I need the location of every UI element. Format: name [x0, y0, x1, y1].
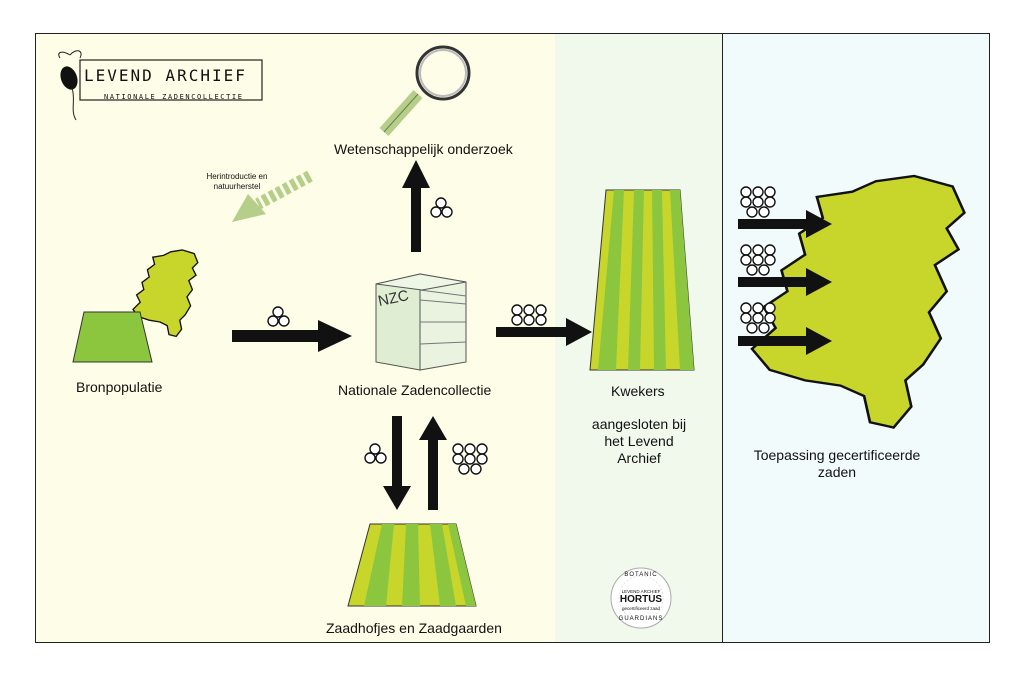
- hortus-bottom-text: GUARDIANS: [618, 616, 664, 622]
- hortus-line3: gecertificeerd zaad: [621, 606, 661, 611]
- arrows-to-application: [738, 210, 832, 355]
- arrow-gardens-to-collection: [419, 416, 488, 510]
- breeders-field-icon: [589, 189, 695, 371]
- netherlands-map-large: [750, 174, 966, 429]
- arrow-collection-to-breeders: [496, 304, 592, 346]
- seed-gardens-field-icon: [347, 523, 477, 607]
- seed-gardens-label: Zaadhofjes en Zaadgaarden: [326, 620, 502, 636]
- logo-seed-icon: [58, 50, 263, 121]
- seed-clusters-application: [740, 186, 776, 334]
- research-label: Wetenschappelijk onderzoek: [334, 141, 513, 157]
- hortus-top-text: BOTANIC: [624, 572, 658, 578]
- hortus-name: HORTUS: [619, 594, 663, 605]
- breeders-note: aangesloten bij het Levend Archief: [591, 416, 687, 466]
- application-label: Toepassing gecertificeerde zaden: [753, 447, 921, 480]
- source-label: Bronpopulatie: [76, 379, 163, 395]
- collection-box-icon: [375, 273, 467, 371]
- hortus-line1: LEVEND ARCHIEF: [621, 589, 661, 594]
- hortus-badge: [610, 567, 672, 629]
- arrow-collection-to-research: [402, 160, 453, 252]
- arrow-source-to-collection: [232, 306, 352, 352]
- collection-label: Nationale Zadencollectie: [338, 382, 492, 398]
- reintroduction-arrow: [232, 170, 313, 222]
- breeders-label: Kwekers: [611, 383, 665, 399]
- magnifier-icon: [379, 45, 471, 137]
- source-field-icon: [72, 311, 153, 363]
- reintroduction-label: Herintroductie en natuurherstel: [206, 172, 268, 191]
- logo-title: LEVEND ARCHIEF: [84, 66, 247, 85]
- arrow-collection-to-gardens: [364, 416, 411, 510]
- logo-subtitle: NATIONALE ZADENCOLLECTIE: [104, 93, 244, 101]
